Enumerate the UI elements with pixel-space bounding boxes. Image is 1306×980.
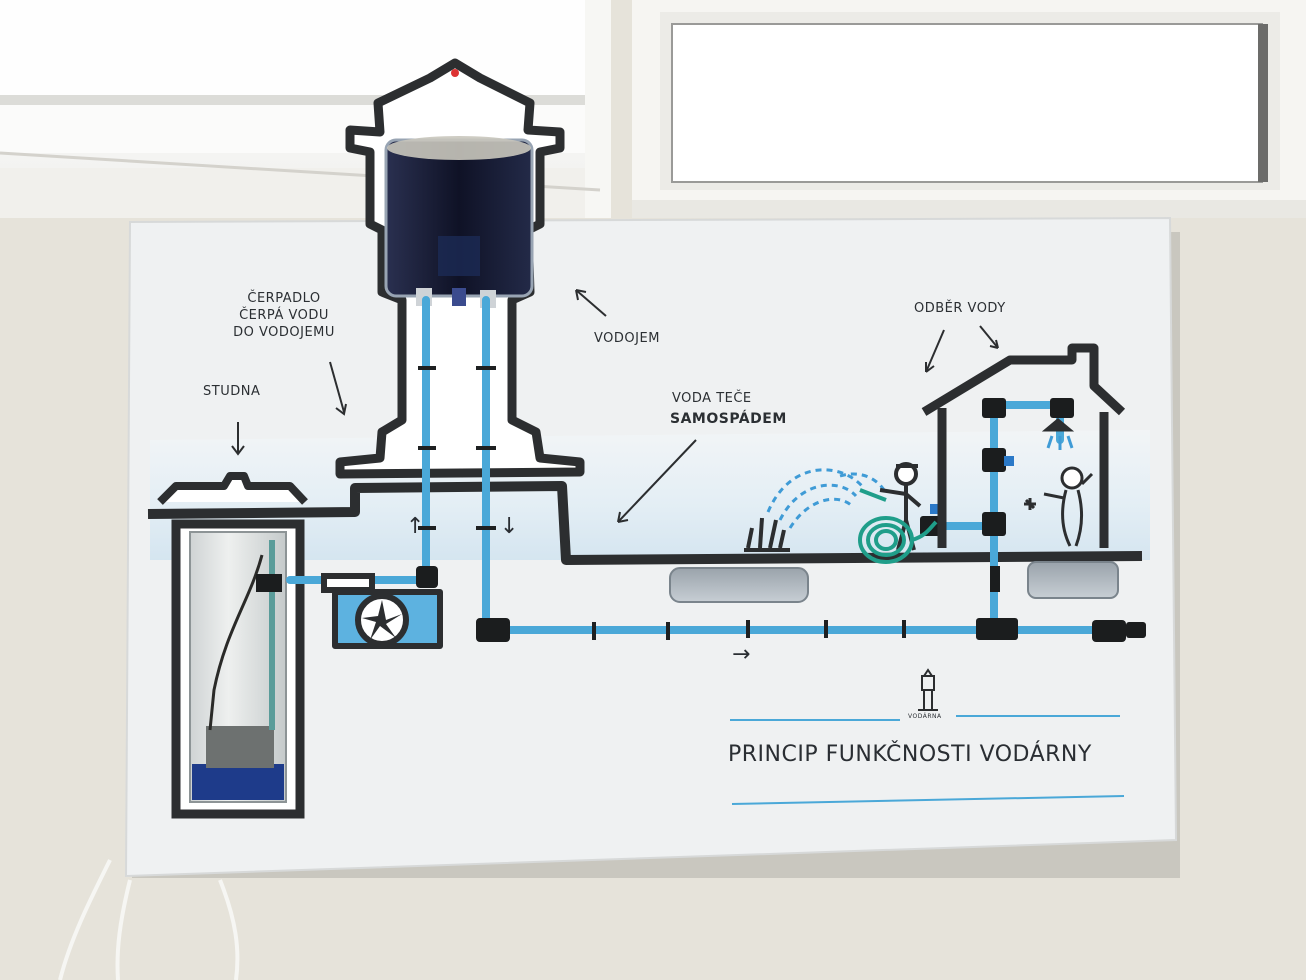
shower-icon [1024,418,1094,547]
pump-icon [321,573,443,649]
garden-hose [858,488,938,564]
vodojem-tank [384,136,534,308]
label-cerpadlo-line1: ČERPADLO [247,291,321,306]
label-voda-tece: VODA TEČE [672,391,752,406]
annotation-arrows [231,289,999,523]
shower-basin [1027,561,1119,599]
sprinkler-icon [744,517,790,552]
well-icon [157,472,308,819]
tower-logo-icon [918,668,938,711]
pipe-clips [418,366,906,640]
label-odber-vody: ODBĚR VODY [914,301,1006,316]
flow-arrow-up: ↑ [406,514,425,539]
power-cables [58,859,240,980]
label-cerpadlo-line3: DO VODOJEMU [233,325,335,340]
label-vodojem: VODOJEM [594,331,660,346]
house-icon [921,343,1126,548]
right-window [632,0,1306,218]
label-samospadem: SAMOSPÁDEM [670,411,787,427]
pipe-fittings [416,398,1146,642]
sprinkler-basin [669,567,809,603]
label-cerpadlo: ČERPADLO ČERPÁ VODU DO VODOJEMU [226,290,342,341]
label-cerpadlo-line2: ČERPÁ VODU [239,308,329,323]
exhibit-title: PRINCIP FUNKČNOSTI VODÁRNY [728,742,1092,767]
logo-text: VODÁRNA [908,713,942,720]
flow-arrow-down: ↓ [500,514,519,539]
label-studna: STUDNA [203,384,261,399]
title-rules [730,715,1125,805]
flow-arrow-right: → [732,642,751,667]
ground-outline [147,481,1143,565]
spray-arcs [766,468,886,529]
